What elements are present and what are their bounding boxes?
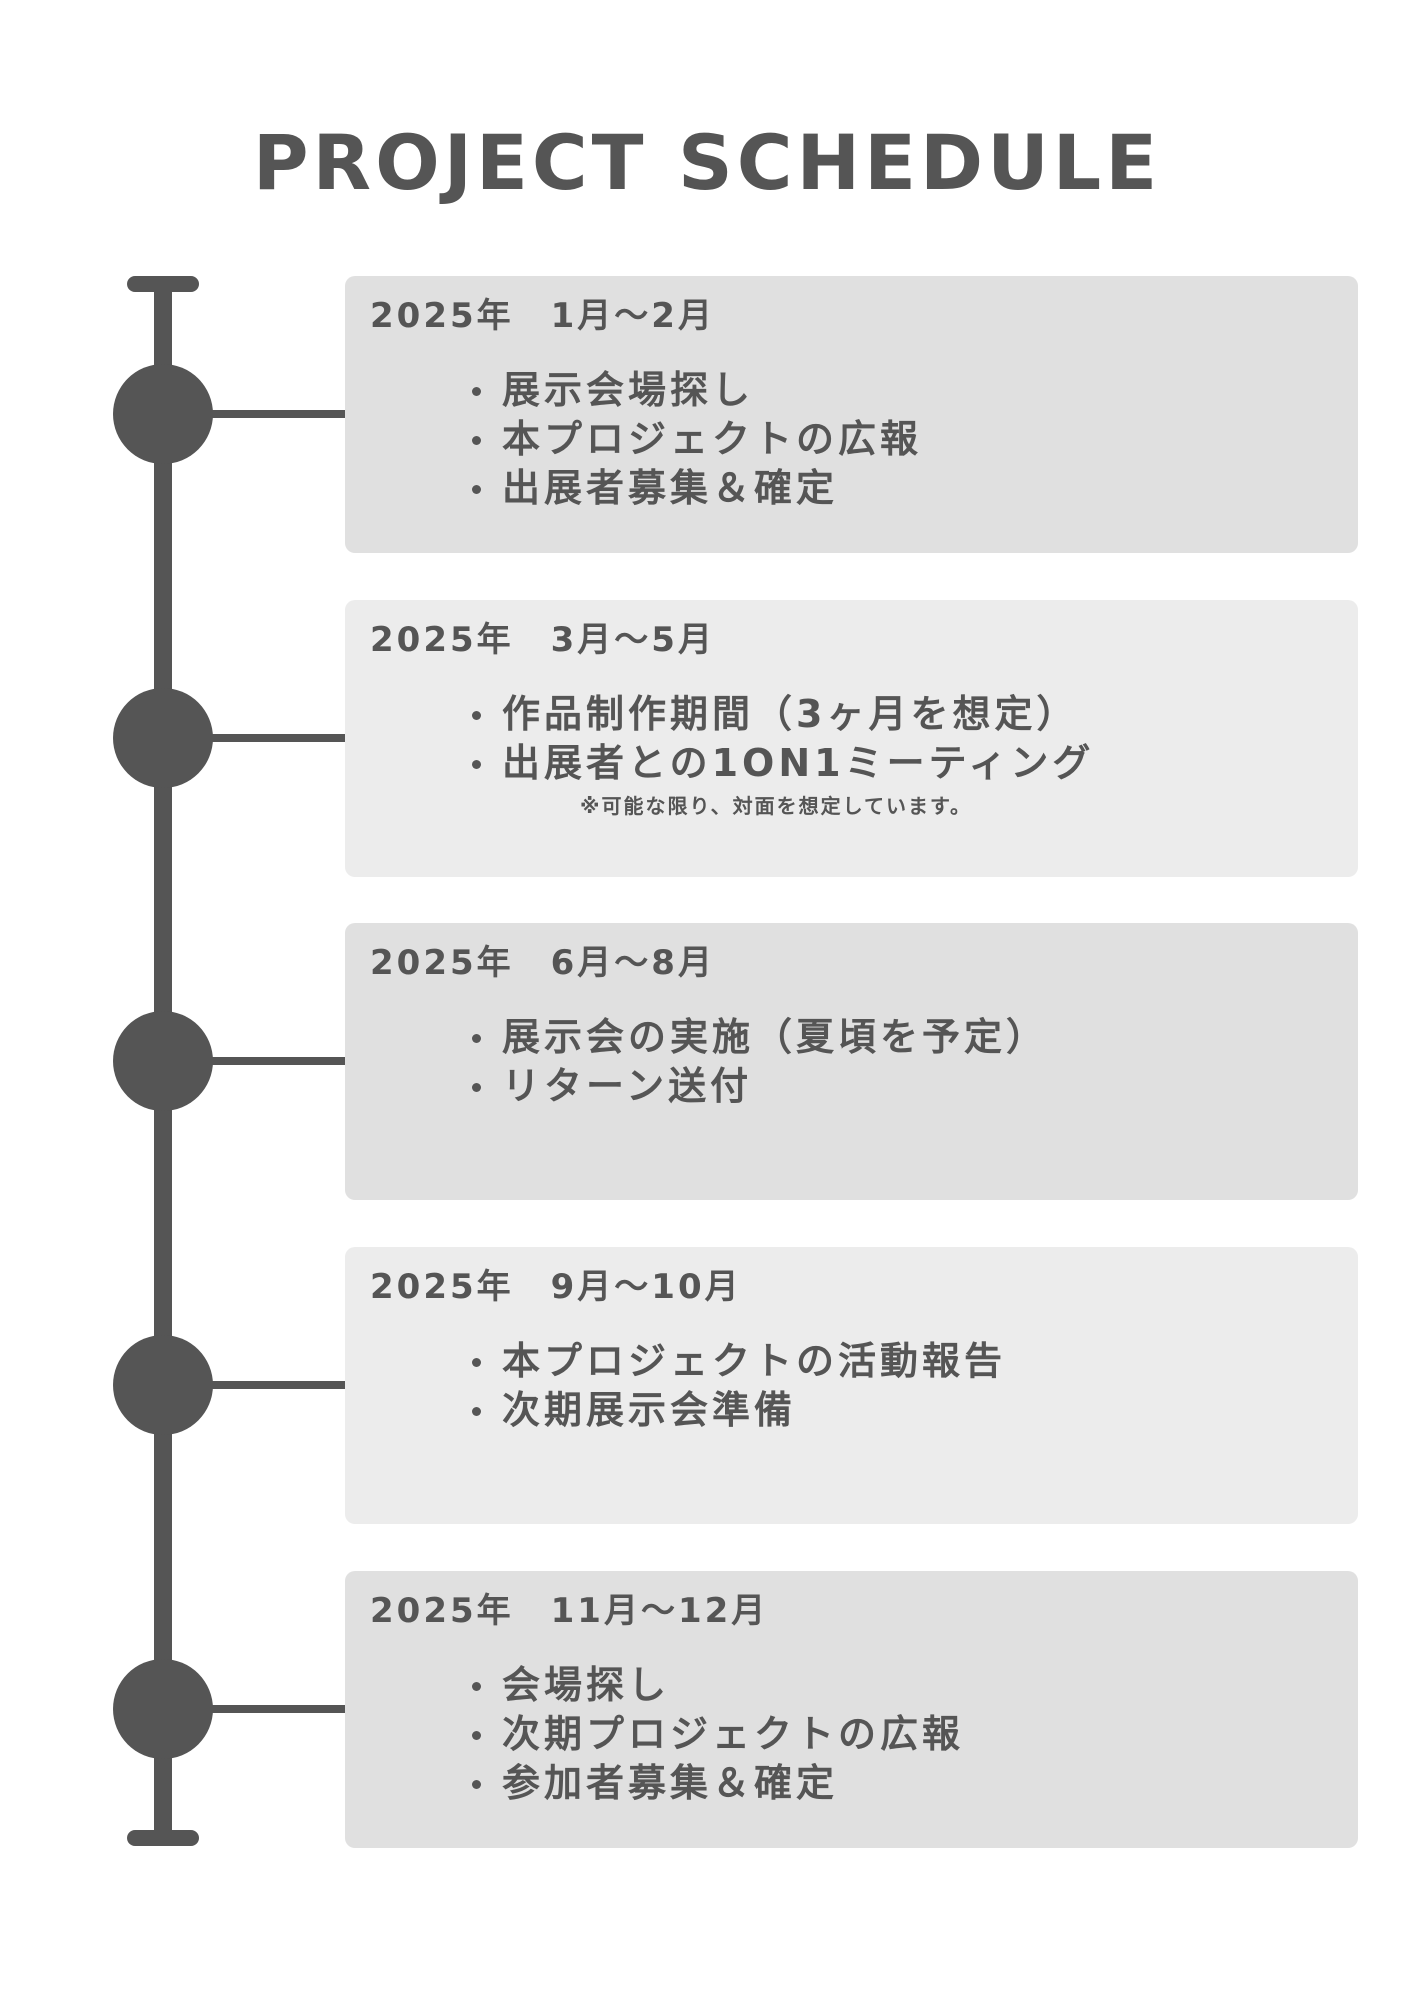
timeline-connector — [210, 1057, 346, 1065]
phase-task-list: 展示会場探し本プロジェクトの広報出展者募集＆確定 — [472, 366, 922, 513]
phase-card: 2025年 9月〜10月 本プロジェクトの活動報告次期展示会準備 — [345, 1247, 1358, 1524]
timeline-connector — [210, 734, 346, 742]
task-item: 展示会場探し — [472, 366, 922, 415]
phase-period: 2025年 6月〜8月 — [370, 943, 715, 983]
phase-card: 2025年 3月〜5月 作品制作期間（3ヶ月を想定）出展者との1ON1ミーティン… — [345, 600, 1358, 877]
timeline-node — [113, 1011, 213, 1111]
page-title: PROJECT SCHEDULE — [252, 118, 1162, 207]
task-item: 作品制作期間（3ヶ月を想定） — [472, 690, 1094, 739]
timeline-connector — [210, 1381, 346, 1389]
task-item: 出展者との1ON1ミーティング — [472, 739, 1094, 788]
timeline-bottom-cap — [127, 1830, 199, 1846]
phase-period: 2025年 9月〜10月 — [370, 1267, 742, 1307]
timeline-node — [113, 364, 213, 464]
phase-period: 2025年 11月〜12月 — [370, 1591, 769, 1631]
phase-card: 2025年 6月〜8月 展示会の実施（夏頃を予定）リターン送付 — [345, 923, 1358, 1200]
timeline-node — [113, 1335, 213, 1435]
task-item: 会場探し — [472, 1661, 964, 1710]
phase-task-list: 会場探し次期プロジェクトの広報参加者募集＆確定 — [472, 1661, 964, 1808]
task-item: 本プロジェクトの広報 — [472, 415, 922, 464]
task-item: 出展者募集＆確定 — [472, 464, 922, 513]
timeline-connector — [210, 1705, 346, 1713]
task-item: 次期プロジェクトの広報 — [472, 1710, 964, 1759]
task-item: 次期展示会準備 — [472, 1386, 1006, 1435]
timeline-connector — [210, 410, 346, 418]
timeline-node — [113, 1659, 213, 1759]
task-item: 参加者募集＆確定 — [472, 1759, 964, 1808]
phase-task-list: 本プロジェクトの活動報告次期展示会準備 — [472, 1337, 1006, 1435]
timeline-node — [113, 688, 213, 788]
phase-period: 2025年 1月〜2月 — [370, 296, 715, 336]
phase-note: ※可能な限り、対面を想定しています。 — [580, 794, 973, 818]
phase-period: 2025年 3月〜5月 — [370, 620, 715, 660]
phase-task-list: 展示会の実施（夏頃を予定）リターン送付 — [472, 1013, 1048, 1111]
phase-card: 2025年 11月〜12月 会場探し次期プロジェクトの広報参加者募集＆確定 — [345, 1571, 1358, 1848]
task-item: 本プロジェクトの活動報告 — [472, 1337, 1006, 1386]
phase-card: 2025年 1月〜2月 展示会場探し本プロジェクトの広報出展者募集＆確定 — [345, 276, 1358, 553]
phase-task-list: 作品制作期間（3ヶ月を想定）出展者との1ON1ミーティング — [472, 690, 1094, 788]
task-item: 展示会の実施（夏頃を予定） — [472, 1013, 1048, 1062]
task-item: リターン送付 — [472, 1062, 1048, 1111]
timeline-top-cap — [127, 276, 199, 292]
